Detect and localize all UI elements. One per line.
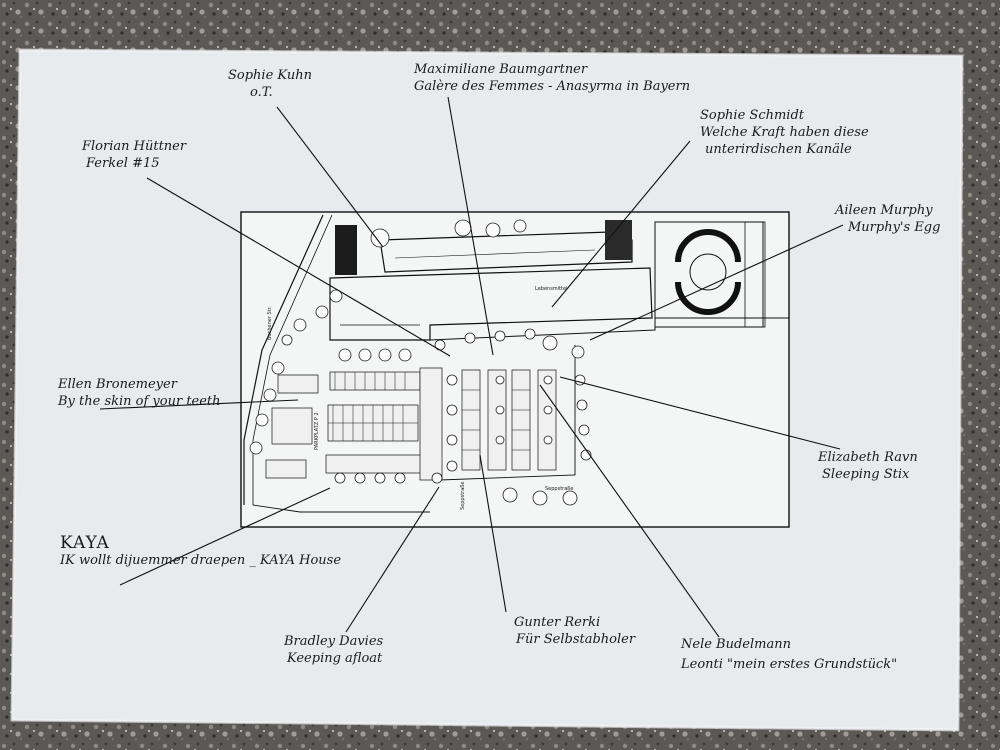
leader-baumgartner: [447, 96, 494, 356]
site-plan: Lebensmittel: [240, 211, 790, 528]
artwork-title: Galère des Femmes - Anasyrma in Bayern: [414, 79, 690, 94]
street-label-side: Seppstraße: [460, 481, 466, 510]
leader-kaya: [119, 487, 331, 586]
artwork-title: Sleeping Stix: [822, 467, 910, 482]
artist-name: Elizabeth Ravn: [817, 450, 918, 465]
leader-budelmann: [539, 384, 720, 638]
artist-name: Maximiliane Baumgartner: [413, 62, 588, 77]
annotation-kaya: KAYA IK wollt dijuemmer draepen _ KAYA H…: [59, 533, 341, 568]
leader-ravn: [559, 376, 841, 450]
artist-name: Sophie Kuhn: [228, 68, 312, 83]
annotation-huettner: Florian Hüttner Ferkel #15: [81, 139, 187, 171]
annotation-davies: Bradley Davies Keeping afloat: [283, 634, 384, 666]
street-label-left: Buchener Str.: [267, 306, 273, 340]
annotation-kuhn: Sophie Kuhn o.T.: [228, 68, 312, 100]
building-label: Lebensmittel: [535, 286, 567, 292]
artist-name: KAYA: [60, 533, 110, 553]
artist-name: Florian Hüttner: [81, 139, 187, 154]
leader-murphy: [589, 224, 844, 341]
artwork-title: IK wollt dijuemmer draepen _ KAYA House: [59, 553, 341, 568]
artwork-title-line1: Welche Kraft haben diese: [700, 125, 869, 140]
leader-bronemeyer: [99, 399, 299, 410]
street-label-bottom: Seppstraße: [545, 486, 574, 492]
artist-name: Nele Budelmann: [680, 637, 791, 652]
annotation-budelmann: Nele Budelmann Leonti "mein erstes Grund…: [680, 637, 897, 672]
artist-name: Ellen Bronemeyer: [57, 377, 178, 392]
artist-name: Aileen Murphy: [834, 203, 933, 218]
leader-rerki: [479, 454, 507, 613]
artwork-title: Murphy's Egg: [847, 220, 940, 235]
artwork-title-line2: unterirdischen Kanäle: [705, 142, 852, 157]
annotations: Sophie Kuhn o.T. Maximiliane Baumgartner…: [57, 62, 940, 672]
annotation-ravn: Elizabeth Ravn Sleeping Stix: [817, 450, 918, 482]
artwork-title: Keeping afloat: [286, 651, 383, 666]
leader-schmidt: [551, 140, 691, 308]
artist-name: Gunter Rerki: [514, 615, 600, 630]
artwork-title: o.T.: [250, 85, 273, 100]
leader-davies: [345, 486, 440, 633]
leader-kuhn: [276, 106, 384, 248]
artist-name: Bradley Davies: [283, 634, 384, 649]
artwork-title: Leonti "mein erstes Grundstück": [680, 657, 897, 672]
artwork-title: Ferkel #15: [85, 156, 160, 171]
artwork-title: Für Selbstabholer: [515, 632, 636, 647]
parking-label: PARKPLATZ P 2: [314, 412, 320, 450]
annotation-bronemeyer: Ellen Bronemeyer By the skin of your tee…: [57, 377, 221, 409]
annotation-baumgartner: Maximiliane Baumgartner Galère des Femme…: [413, 62, 690, 94]
annotation-schmidt: Sophie Schmidt Welche Kraft haben diese …: [700, 108, 869, 157]
artist-name: Sophie Schmidt: [700, 108, 805, 123]
artwork-title: By the skin of your teeth: [57, 394, 221, 409]
leader-huettner: [146, 177, 451, 357]
leader-lines: [99, 96, 844, 638]
annotation-rerki: Gunter Rerki Für Selbstabholer: [514, 615, 636, 647]
annotation-murphy: Aileen Murphy Murphy's Egg: [834, 203, 940, 235]
egg-sculpture: [675, 229, 741, 315]
